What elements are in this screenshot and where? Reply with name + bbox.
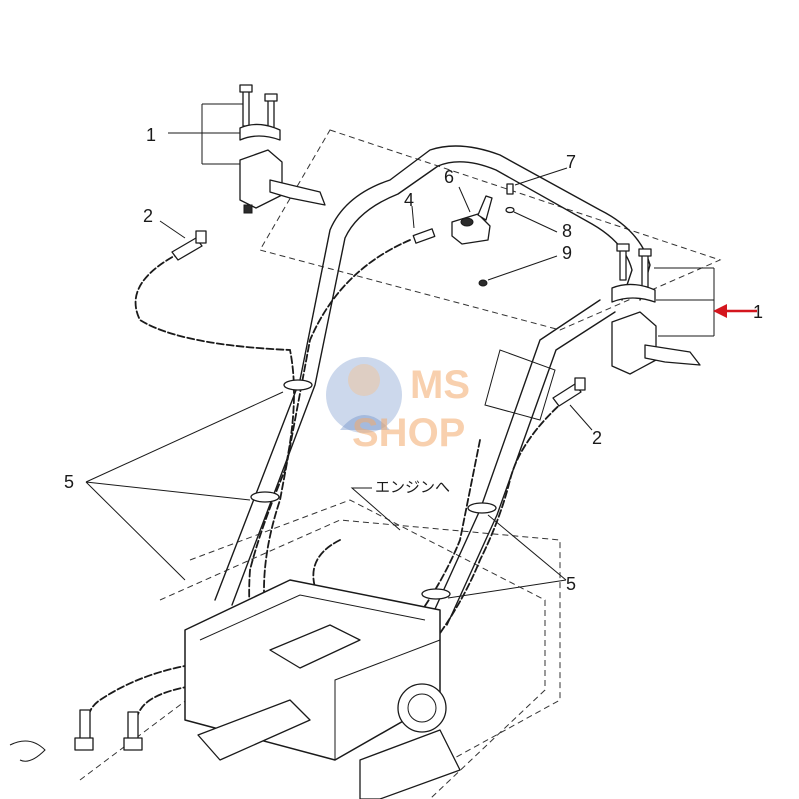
machine-body-outline bbox=[79, 129, 722, 799]
cable-clamps bbox=[250, 379, 497, 600]
callout-1-right: 1 bbox=[753, 302, 763, 322]
callout-4: 4 bbox=[404, 190, 414, 210]
callout-1-left: 1 bbox=[146, 125, 156, 145]
lever-switch-assembly bbox=[412, 183, 515, 287]
watermark-line2: SHOP bbox=[352, 411, 465, 455]
highlight-arrow bbox=[713, 304, 757, 318]
cable-ends bbox=[171, 230, 586, 407]
callout-2-right: 2 bbox=[592, 428, 602, 448]
callout-8: 8 bbox=[562, 221, 572, 241]
callout-2-left: 2 bbox=[143, 206, 153, 226]
callout-9: 9 bbox=[562, 243, 572, 263]
leader-lines bbox=[85, 103, 715, 599]
lower-mechanism bbox=[184, 579, 461, 799]
left-lever-assembly bbox=[239, 84, 326, 214]
callout-6: 6 bbox=[444, 167, 454, 187]
callout-5-left: 5 bbox=[64, 472, 74, 492]
watermark-line1: MS bbox=[410, 363, 470, 407]
bottom-cable-fittings bbox=[9, 709, 143, 762]
right-lever-assembly bbox=[611, 243, 701, 375]
to-engine-label: エンジンへ bbox=[375, 478, 450, 496]
callout-7: 7 bbox=[566, 152, 576, 172]
callout-5-right: 5 bbox=[566, 574, 576, 594]
watermark-logo: MS SHOP bbox=[326, 357, 470, 455]
callout-numbers: 1 1 2 2 4 5 5 6 7 8 9 エンジンへ bbox=[64, 125, 763, 594]
